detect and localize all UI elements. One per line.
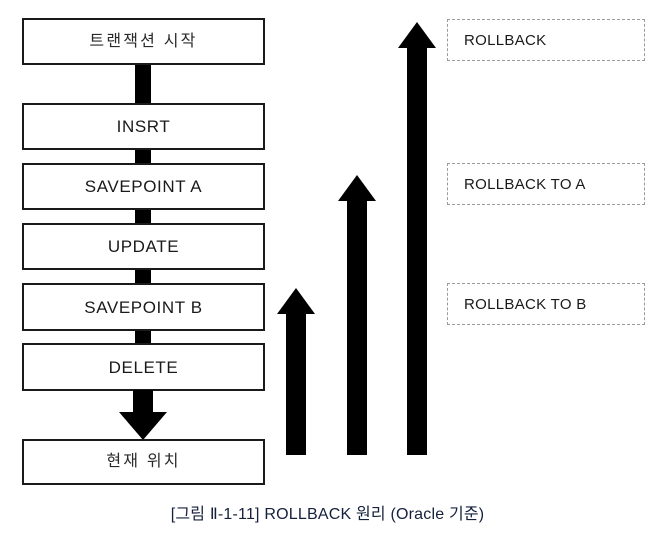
connector-bar (135, 331, 151, 343)
annotation-box-rollback-to-b: ROLLBACK TO B (447, 283, 645, 325)
annotation-label: ROLLBACK TO B (464, 295, 587, 313)
up-arrow-rollback-full (398, 22, 436, 455)
flow-box-label: SAVEPOINT A (84, 177, 203, 196)
flow-box-insert: INSRT (22, 103, 265, 150)
down-arrow-to-current-position (119, 390, 167, 440)
flow-box-delete: DELETE (22, 343, 265, 391)
flow-box-label: UPDATE (107, 237, 180, 256)
arrow-head-icon (338, 175, 376, 201)
flow-box-label: INSRT (116, 117, 171, 136)
flow-box-savepoint-a: SAVEPOINT A (22, 163, 265, 210)
annotation-label: ROLLBACK TO A (464, 175, 586, 193)
flow-box-label: SAVEPOINT B (84, 297, 203, 317)
flow-box-label: 트랜잭션 시작 (89, 32, 198, 50)
connector-bar (135, 65, 151, 103)
arrow-shaft (286, 312, 306, 455)
flow-box-label: 현재 위치 (106, 453, 181, 470)
flow-box-label: DELETE (108, 357, 179, 377)
annotation-label: ROLLBACK (464, 31, 547, 49)
connector-bar (135, 150, 151, 163)
flow-box-current-position: 현재 위치 (22, 439, 265, 485)
arrow-shaft (133, 390, 153, 414)
connector-bar (135, 210, 151, 223)
flow-box-transaction-start: 트랜잭션 시작 (22, 18, 265, 65)
up-arrow-rollback-to-a (338, 175, 376, 455)
arrow-head-icon (398, 22, 436, 48)
flow-box-update: UPDATE (22, 223, 265, 270)
arrow-head-icon (119, 412, 167, 440)
connector-bar (135, 270, 151, 283)
arrow-shaft (407, 46, 427, 455)
annotation-box-rollback-to-a: ROLLBACK TO A (447, 163, 645, 205)
annotation-box-rollback: ROLLBACK (447, 19, 645, 61)
flow-box-savepoint-b: SAVEPOINT B (22, 283, 265, 331)
arrow-shaft (347, 199, 367, 455)
arrow-head-icon (277, 288, 315, 314)
figure-caption: [그림 Ⅱ-1-11] ROLLBACK 원리 (Oracle 기준) (170, 506, 485, 523)
up-arrow-rollback-to-b (277, 288, 315, 455)
